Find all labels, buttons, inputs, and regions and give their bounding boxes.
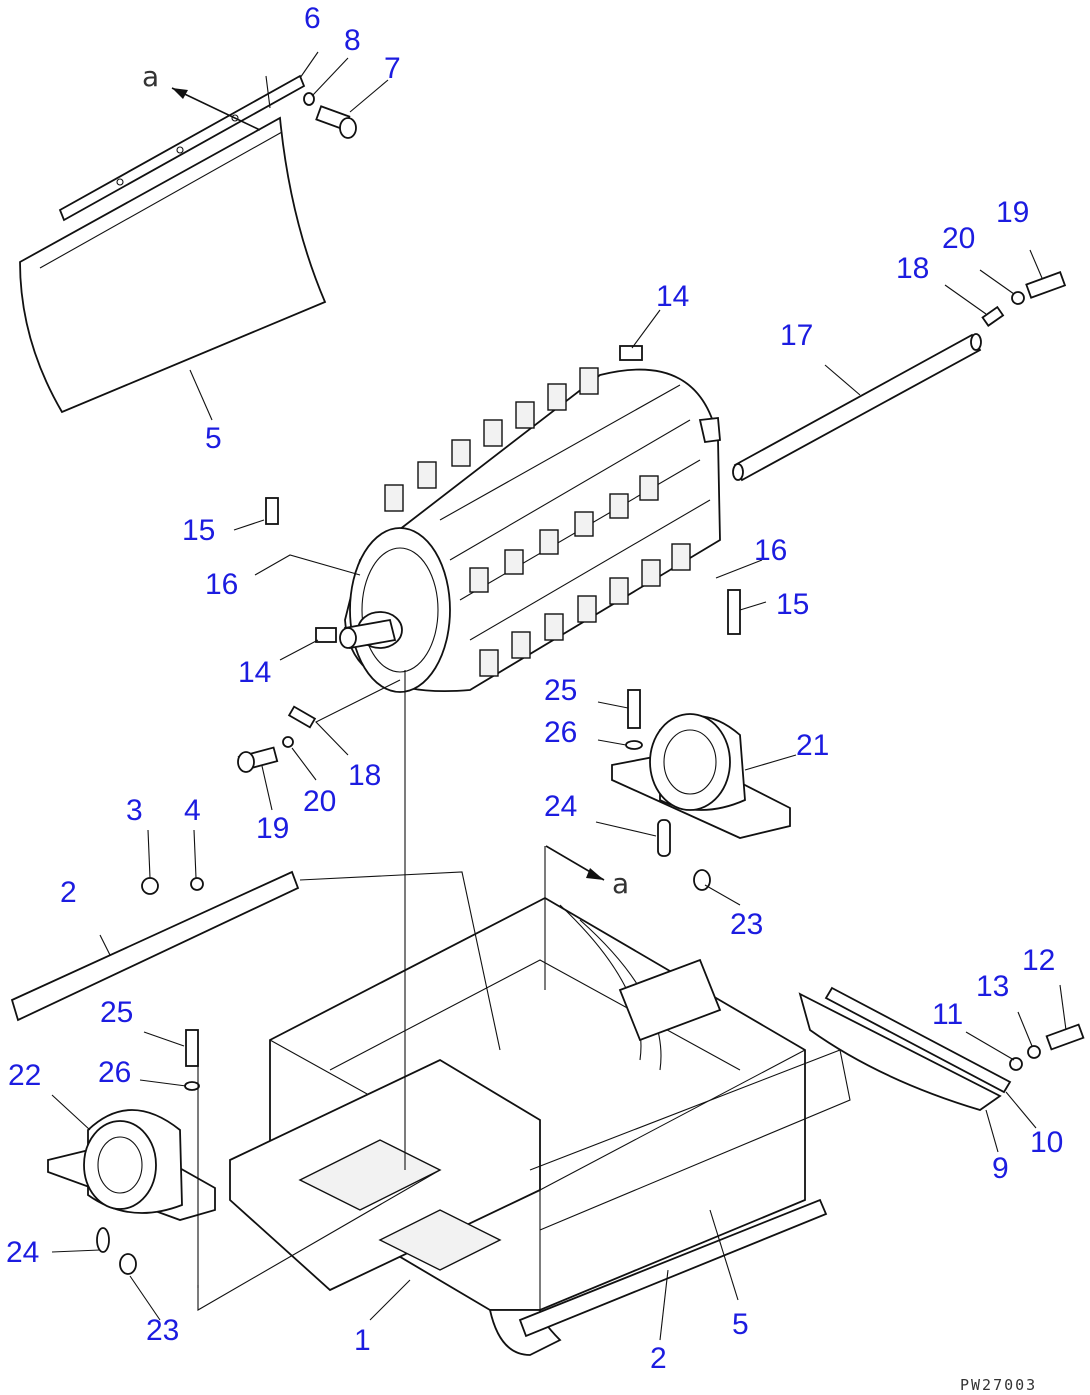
callout-23-left: 23 (146, 1314, 179, 1347)
callout-6: 6 (304, 2, 321, 35)
bolt-19-top (1025, 271, 1067, 299)
callout-9: 9 (992, 1152, 1009, 1185)
callout-16-right: 16 (754, 534, 787, 567)
callout-2-bottom: 2 (650, 1342, 667, 1375)
callout-22: 22 (8, 1059, 41, 1092)
leader-lines (51, 51, 1067, 1341)
callout-13: 13 (976, 970, 1009, 1003)
callout-25-right: 25 (544, 674, 577, 707)
callout-16-left: 16 (205, 568, 238, 601)
view-letter-a-top: a (142, 60, 159, 93)
callout-26-left: 26 (98, 1056, 131, 1089)
rotor-drum (339, 367, 721, 693)
tooth-14-left (315, 627, 337, 643)
callout-26-right: 26 (544, 716, 577, 749)
callout-8: 8 (344, 24, 361, 57)
callout-14-left: 14 (238, 656, 271, 689)
callout-23-right: 23 (730, 908, 763, 941)
callout-25-left: 25 (100, 996, 133, 1029)
nut-3 (141, 877, 159, 895)
bearing-housing-right (611, 713, 791, 839)
callout-11: 11 (932, 998, 963, 1031)
view-letter-a-mid: a (612, 867, 629, 900)
washer-20-left (282, 736, 294, 748)
tooth-14-top (619, 345, 643, 361)
main-frame (229, 896, 851, 1356)
callout-12: 12 (1022, 944, 1055, 977)
pin-24-left (96, 1227, 110, 1253)
pin-18-top (981, 305, 1005, 327)
side-strip-left (10, 870, 300, 1022)
callout-17: 17 (780, 319, 813, 352)
drawing-code: PW27003 (960, 1376, 1037, 1394)
callout-4: 4 (184, 794, 201, 827)
pin-18-left (287, 705, 317, 729)
side-strip-bottom (518, 1198, 828, 1338)
side-cover-right (798, 986, 1012, 1111)
shaft (732, 333, 982, 482)
bolt-25-left (185, 1029, 199, 1067)
callout-18-left: 18 (348, 759, 381, 792)
washer-26-left (184, 1081, 200, 1091)
callout-1: 1 (354, 1324, 371, 1357)
bolt-12 (1045, 1023, 1085, 1051)
callout-3: 3 (126, 794, 143, 827)
callout-10: 10 (1030, 1126, 1063, 1159)
callout-19-top: 19 (996, 196, 1029, 229)
assembly-lines (197, 670, 546, 1311)
callout-14-top: 14 (656, 280, 689, 313)
callout-2-left: 2 (60, 876, 77, 909)
callout-18-top: 18 (896, 252, 929, 285)
washer-8 (303, 92, 315, 106)
callout-7: 7 (384, 52, 401, 85)
bolt-15-left (265, 497, 279, 525)
callout-15-left: 15 (182, 514, 215, 547)
washer-26-right (625, 740, 643, 750)
bolt-19-left (237, 746, 279, 773)
washer-4 (190, 877, 204, 891)
callout-15-right: 15 (776, 588, 809, 621)
callout-5-top: 5 (205, 422, 222, 455)
callout-24-right: 24 (544, 790, 577, 823)
pin-24-right (657, 819, 671, 857)
washer-13 (1027, 1045, 1041, 1059)
washer-20-top (1011, 291, 1025, 305)
cover-plate (19, 74, 327, 414)
callout-20-top: 20 (942, 222, 975, 255)
callout-5-bottom: 5 (732, 1308, 749, 1341)
bearing-housing-left (47, 1109, 216, 1221)
bolt-7 (315, 105, 357, 139)
nut-11 (1009, 1057, 1023, 1071)
callout-20-left: 20 (303, 785, 336, 818)
bolt-25-right (627, 689, 641, 729)
callouts: 6 8 7 5 19 20 18 14 17 15 16 16 15 14 25… (6, 2, 1063, 1375)
callout-24-left: 24 (6, 1236, 39, 1269)
bolt-15-right (727, 589, 741, 635)
plug-23-left (119, 1253, 137, 1275)
callout-19-left: 19 (256, 812, 289, 845)
callout-21: 21 (796, 729, 829, 762)
